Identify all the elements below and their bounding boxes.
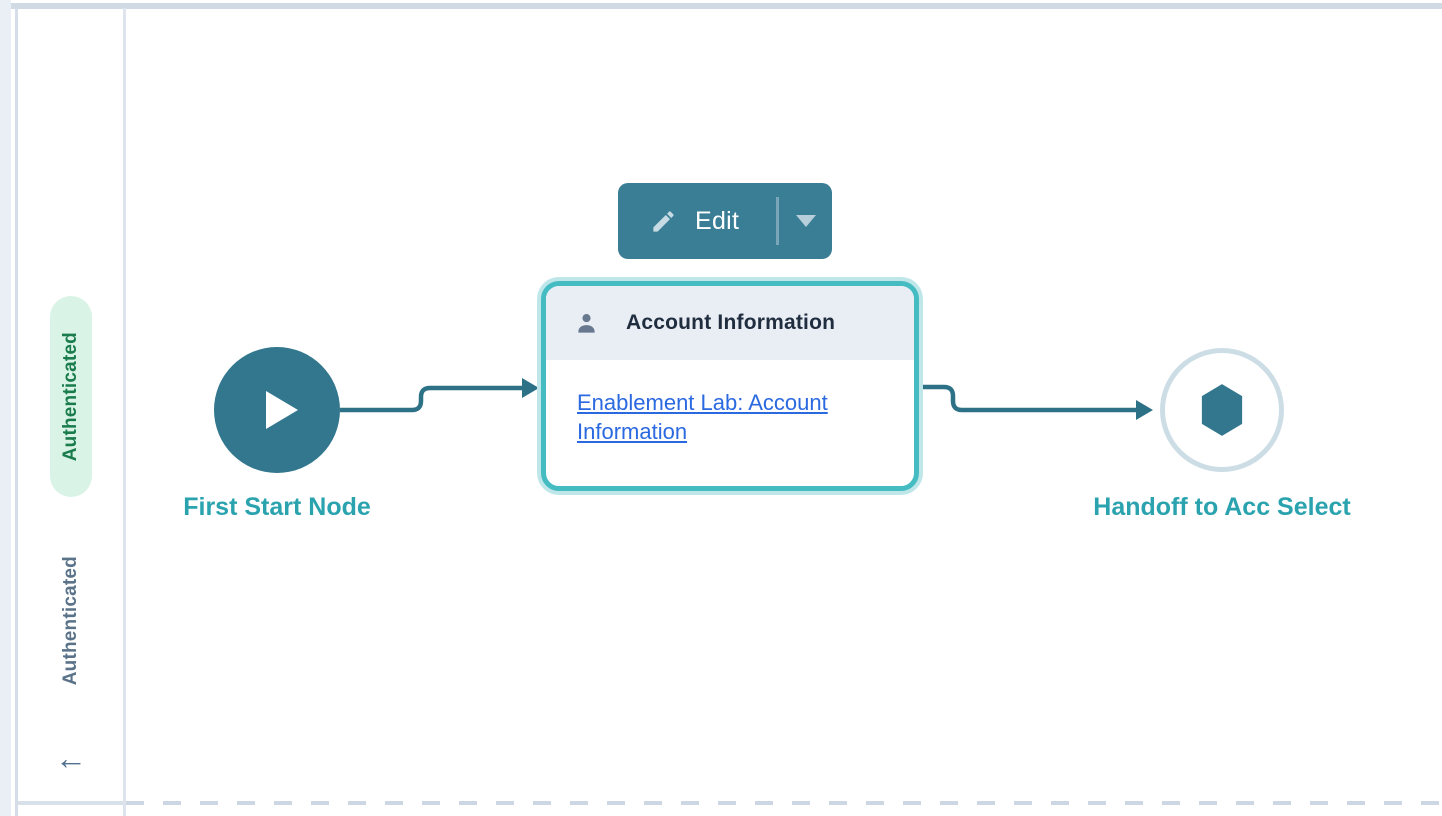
dialog-card-account-information[interactable]: Account Information Enablement Lab: Acco… (541, 281, 919, 491)
handoff-node[interactable] (1160, 348, 1284, 472)
sidebar-dialog-badge-authenticated[interactable]: Authenticated (50, 296, 92, 497)
edit-dropdown-button[interactable] (779, 183, 832, 259)
arrowhead-into-handoff (1136, 400, 1153, 420)
hexagon-icon (1199, 383, 1245, 437)
edit-button[interactable]: Edit (618, 183, 832, 259)
edit-button-label: Edit (695, 206, 740, 235)
canvas-dashed-grid-line (126, 801, 1442, 805)
dialog-card-body: Enablement Lab: Account Information (546, 360, 914, 446)
sidebar-bottom-divider (18, 801, 123, 805)
dialog-card-title: Account Information (626, 311, 836, 334)
button-divider (776, 197, 779, 245)
caret-down-icon (795, 215, 816, 227)
connector-dialog-to-handoff (921, 384, 1137, 413)
back-arrow-icon[interactable]: ← (55, 740, 87, 776)
handoff-node-label: Handoff to Acc Select (1093, 493, 1351, 521)
person-icon (574, 311, 599, 336)
pencil-icon (650, 208, 677, 235)
badge-label: Authenticated (60, 331, 81, 462)
arrowhead-into-dialog (522, 378, 539, 398)
section-label-text: Authenticated (60, 556, 81, 686)
play-icon (265, 391, 298, 429)
dialog-card-header: Account Information (546, 286, 914, 360)
start-node[interactable] (214, 347, 340, 473)
sidebar-section-label-authenticated: Authenticated (48, 531, 94, 711)
left-edge-strip (0, 0, 11, 816)
sidebar-left-border (15, 8, 18, 816)
start-node-label: First Start Node (183, 493, 371, 521)
sidebar-right-border (123, 8, 126, 816)
top-border-band (11, 3, 1442, 9)
dialog-card-link[interactable]: Enablement Lab: Account Information (577, 390, 828, 444)
connector-start-to-dialog (340, 385, 523, 413)
